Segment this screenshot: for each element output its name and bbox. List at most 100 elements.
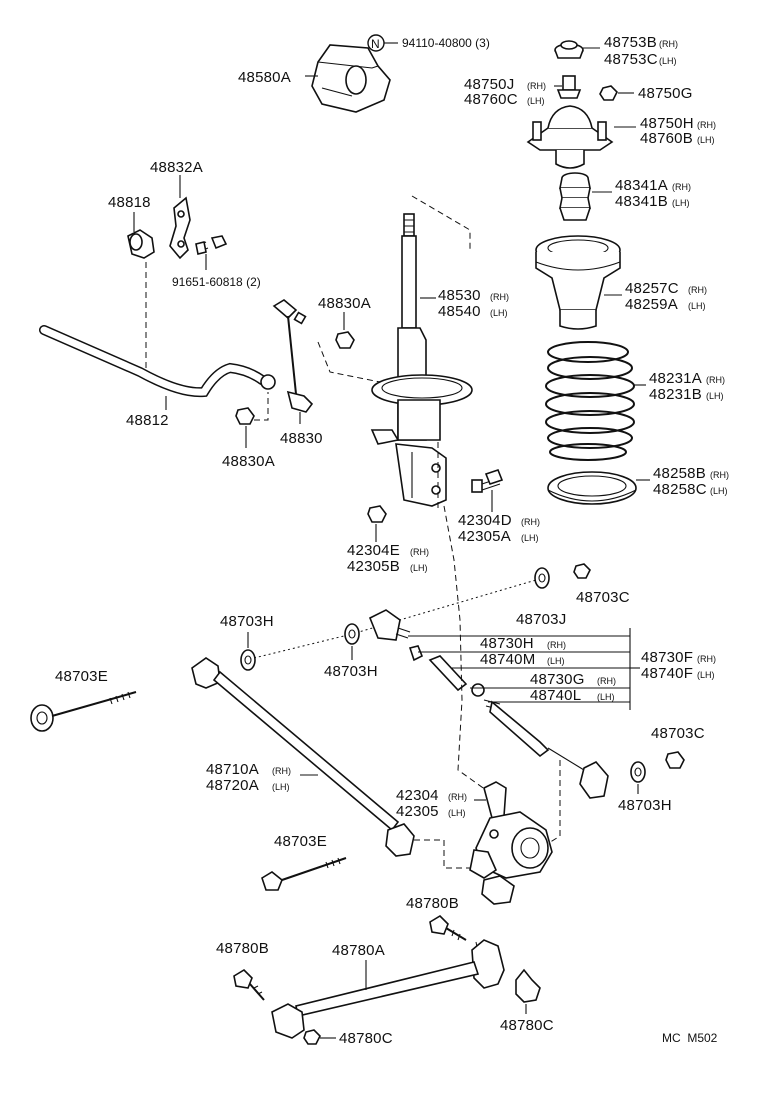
svg-text:(RH): (RH): [697, 120, 716, 130]
label-48830A-top: 48830A: [318, 295, 371, 312]
label-48753B: 48753B: [604, 34, 657, 51]
label-48530: 48530: [438, 287, 481, 304]
dust-cap-part: [554, 40, 584, 59]
label-42304D: 42304D: [458, 512, 512, 529]
svg-text:(RH): (RH): [547, 640, 566, 650]
label-48730G: 48730G: [530, 671, 585, 688]
svg-text:(RH): (RH): [527, 81, 546, 91]
svg-text:(RH): (RH): [710, 470, 729, 480]
svg-text:(LH): (LH): [697, 135, 715, 145]
label-48780C-right: 48780C: [500, 1017, 554, 1034]
label-48703H-right: 48703H: [618, 797, 672, 814]
svg-text:(LH): (LH): [547, 656, 565, 666]
label-48750G: 48750G: [638, 85, 693, 102]
label-48750J: 48750J: [464, 76, 514, 93]
label-48580A: 48580A: [238, 69, 291, 86]
svg-text:(RH): (RH): [490, 292, 509, 302]
label-42305: 42305: [396, 803, 439, 820]
label-48703E-mid: 48703E: [274, 833, 327, 850]
label-48703H-left: 48703H: [220, 613, 274, 630]
shock-absorber-part: [370, 213, 473, 507]
lateral-link-2-part: [483, 699, 609, 799]
nut-48703C-top-part: [573, 563, 591, 579]
label-48740L: 48740L: [530, 687, 581, 704]
label-48341A: 48341A: [615, 177, 668, 194]
nut-48780C-right-part: [515, 968, 541, 1003]
label-42304: 42304: [396, 787, 439, 804]
svg-text:(LH): (LH): [697, 670, 715, 680]
retainer-part: [556, 75, 582, 99]
label-91651-60818: 91651-60818 (2): [172, 275, 261, 289]
stabilizer-bracket-part: [169, 196, 191, 260]
nut-48703C-right-part: [665, 751, 685, 769]
svg-text:(RH): (RH): [521, 517, 540, 527]
svg-text:(LH): (LH): [527, 96, 545, 106]
label-48730F: 48730F: [641, 649, 693, 666]
label-48730H: 48730H: [480, 635, 534, 652]
strut-cap-part: [311, 44, 391, 113]
svg-text:(LH): (LH): [710, 486, 728, 496]
svg-text:(RH): (RH): [597, 676, 616, 686]
label-42304E: 42304E: [347, 542, 400, 559]
svg-text:(LH): (LH): [272, 782, 290, 792]
stabilizer-bar-part: [39, 325, 276, 398]
svg-text:(RH): (RH): [706, 375, 725, 385]
label-48231B: 48231B: [649, 386, 702, 403]
label-48703C-right: 48703C: [651, 725, 705, 742]
label-48540: 48540: [438, 303, 481, 320]
svg-text:(LH): (LH): [490, 308, 508, 318]
dust-boot-part: [535, 235, 621, 330]
nut-48830A-bottom-part: [235, 407, 255, 425]
label-48780A: 48780A: [332, 942, 385, 959]
svg-text:(LH): (LH): [706, 391, 724, 401]
label-48341B: 48341B: [615, 193, 668, 210]
label-48259A: 48259A: [625, 296, 678, 313]
lateral-link-1-part: [368, 609, 485, 697]
label-48780B-right: 48780B: [406, 895, 459, 912]
coil-spring-part: [545, 341, 635, 461]
label-48818: 48818: [108, 194, 151, 211]
svg-text:(RH): (RH): [697, 654, 716, 664]
bolt-48780B-left-part: [233, 968, 265, 1001]
nut-42304E-part: [367, 505, 387, 523]
label-48703C-top: 48703C: [576, 589, 630, 606]
bolt-48780B-right-part: [429, 914, 467, 941]
label-48760C: 48760C: [464, 91, 518, 108]
label-48703J: 48703J: [516, 611, 566, 628]
svg-text:(RH): (RH): [410, 547, 429, 557]
label-48830A-bottom: 48830A: [222, 453, 275, 470]
svg-text:(LH): (LH): [410, 563, 428, 573]
axle-carrier-part: [469, 781, 553, 905]
svg-text:(LH): (LH): [672, 198, 690, 208]
label-48750H: 48750H: [640, 115, 694, 132]
bolt-42304D-part: [471, 469, 504, 493]
svg-text:(RH): (RH): [659, 39, 678, 49]
label-48703E-left: 48703E: [55, 668, 108, 685]
label-48258B: 48258B: [653, 465, 706, 482]
label-48258C: 48258C: [653, 481, 707, 498]
label-42305A: 42305A: [458, 528, 511, 545]
bolt-48703E-left-part: [30, 691, 137, 732]
label-48720A: 48720A: [206, 777, 259, 794]
label-48740M: 48740M: [480, 651, 535, 668]
label-48830: 48830: [280, 430, 323, 447]
nut-48750G-part: [599, 85, 618, 101]
trailing-arm-48710A-part: [191, 657, 415, 857]
stabilizer-bushing-part: [127, 229, 155, 259]
washer-48703H-mid-part: [344, 623, 360, 645]
label-48740F: 48740F: [641, 665, 693, 682]
label-48780B-left: 48780B: [216, 940, 269, 957]
diagram-code-label: MC M502: [662, 1031, 718, 1045]
bump-stopper-part: [559, 172, 591, 221]
nut-48830A-top-part: [335, 331, 355, 349]
svg-text:(RH): (RH): [688, 285, 707, 295]
label-94110-40800: 94110-40800 (3): [402, 36, 490, 50]
svg-text:(RH): (RH): [272, 766, 291, 776]
label-48780C-bottom: 48780C: [339, 1030, 393, 1047]
svg-text:(LH): (LH): [659, 56, 677, 66]
svg-text:(LH): (LH): [688, 301, 706, 311]
svg-text:(LH): (LH): [597, 692, 615, 702]
label-48832A: 48832A: [150, 159, 203, 176]
label-48710A: 48710A: [206, 761, 259, 778]
